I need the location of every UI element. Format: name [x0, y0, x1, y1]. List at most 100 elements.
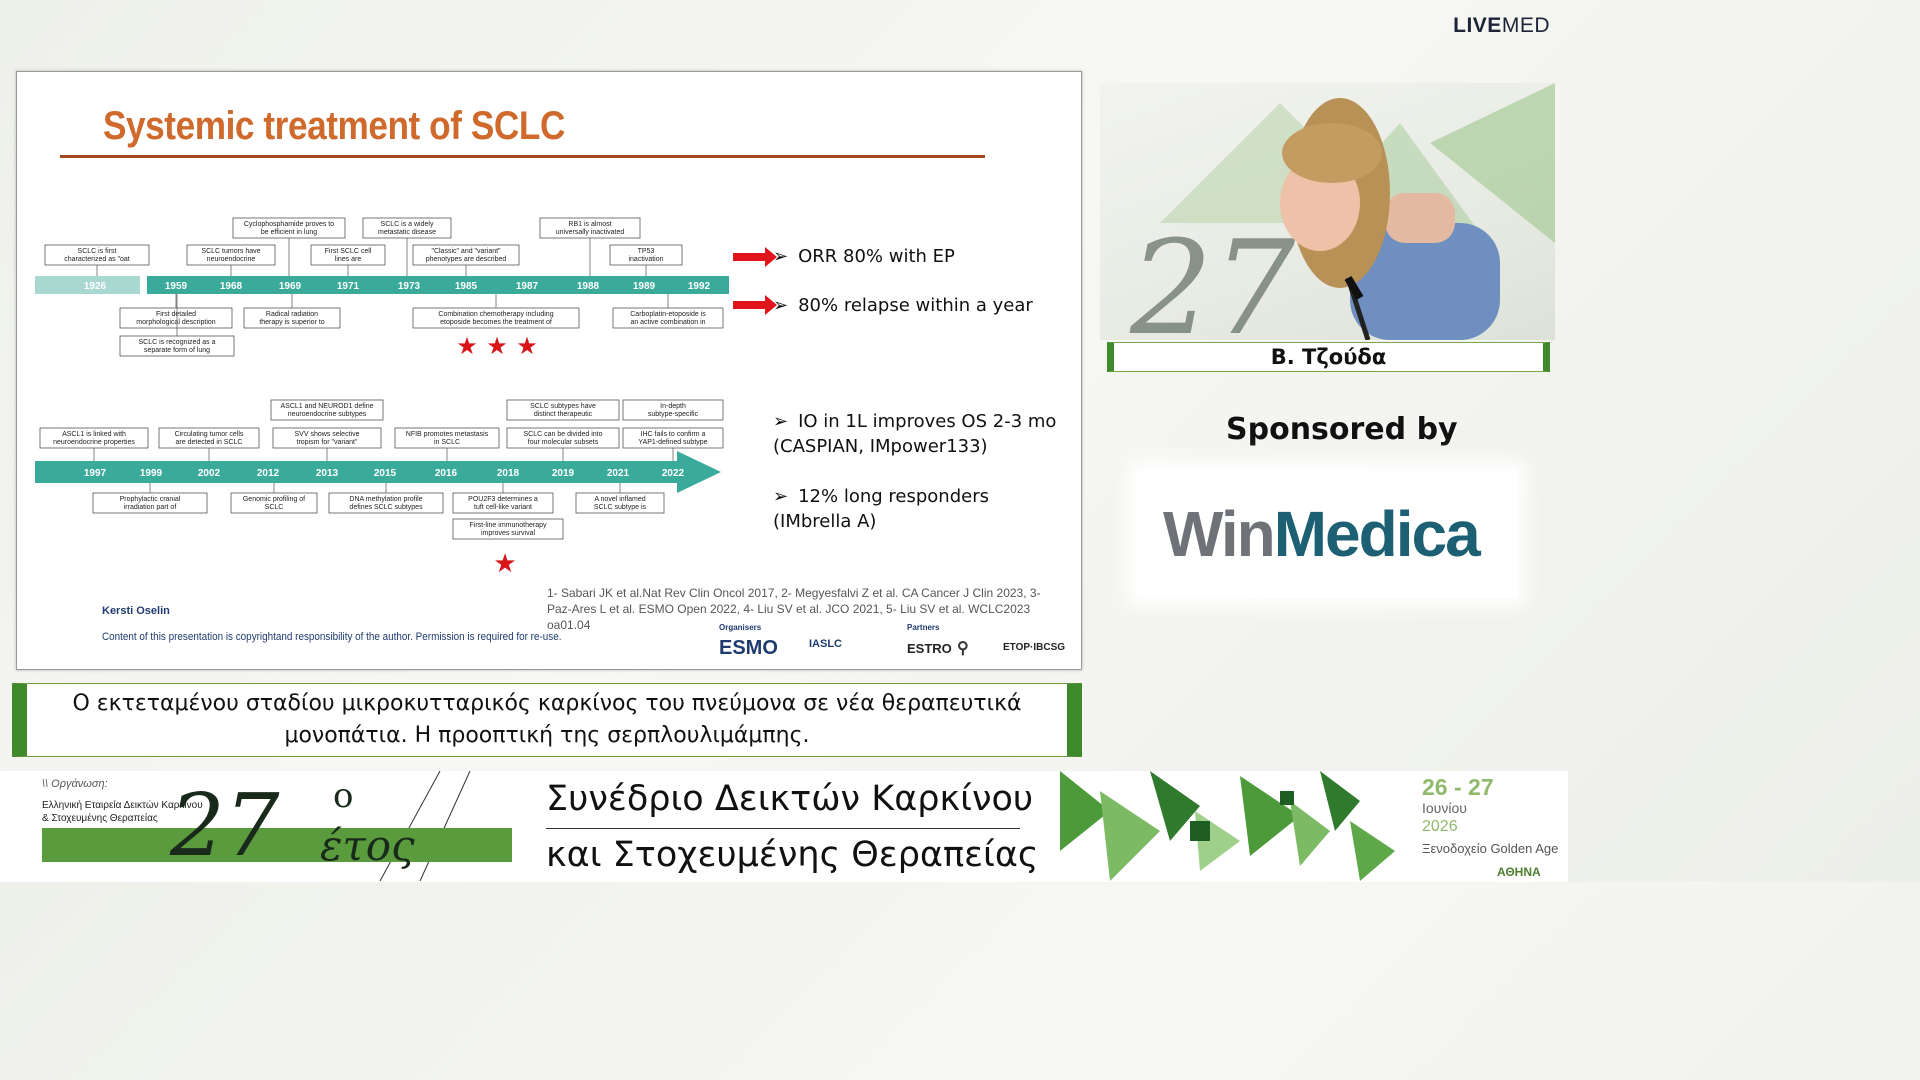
timeline-event-text: four molecular subsets [528, 439, 599, 446]
timeline-year-label: 2022 [662, 468, 685, 479]
timeline-event-text: SCLC subtypes have [530, 403, 596, 410]
timeline-event-text: SCLC [265, 504, 284, 511]
title-rule [60, 155, 985, 158]
timeline-band-segment [35, 276, 140, 294]
conference-title-line2: και Στοχευμένης Θεραπείας [546, 835, 1039, 875]
timeline-event-text: irradiation part of [124, 504, 177, 511]
copyright-note: Content of this presentation is copyrigh… [102, 631, 562, 643]
timeline-event-text: subtype-specific [648, 411, 699, 418]
timeline-event-text: characterized as "oat [64, 256, 130, 263]
timeline-year-label: 1997 [84, 468, 107, 479]
timeline-event-text: Prophylactic cranial [120, 496, 181, 503]
timeline-event-text: are detected in SCLC [176, 439, 243, 446]
footer-green-band [42, 828, 512, 862]
timeline-event-text: SCLC can be divided into [524, 431, 603, 438]
logo-light: MED [1501, 14, 1550, 37]
timeline-year-label: 2013 [316, 468, 339, 479]
timeline-event-text: be efficient in lung [261, 229, 317, 236]
star-icon: ★ [486, 332, 508, 360]
timeline-event-text: in SCLC [434, 439, 460, 446]
timeline-break-icon [140, 276, 150, 294]
timeline-event-text: TP53 [638, 248, 655, 255]
conference-footer: \\ Οργάνωση: Ελληνική Εταιρεία Δεικτών Κ… [0, 771, 1568, 882]
timeline-event-text: neuroendocrine subtypes [288, 411, 367, 418]
timeline-event-text: inactivation [628, 256, 663, 263]
timeline-year-label: 1973 [398, 281, 421, 292]
timeline-event-text: SVV shows selective [295, 431, 360, 438]
speaker-name-bar: Β. Τζούδα [1107, 342, 1550, 372]
sponsor-logo: WinMedica [1163, 498, 1481, 570]
timeline-event-text: In-depth [660, 403, 686, 410]
timeline-year-label: 2015 [374, 468, 397, 479]
timeline-event-text: improves survival [481, 530, 536, 537]
timeline-event-text: First-line immunotherapy [469, 522, 547, 529]
star-icon: ★ [516, 332, 538, 360]
edition-degree: ο [333, 776, 354, 816]
timeline-event-text: First detailed [156, 311, 196, 318]
timeline-event-text: neuroendocrine [207, 256, 256, 263]
livemed-logo: LIVEMED [1453, 14, 1550, 38]
timeline-event-box [270, 399, 384, 421]
timeline-event-text: phenotypes are described [426, 256, 507, 263]
subtitle-line1: Ο εκτεταμένου σταδίου μικροκυτταρικός κα… [72, 691, 1022, 716]
sponsored-by-label: Sponsored by [1226, 412, 1458, 447]
timeline-event-text: SCLC is first [78, 248, 117, 255]
footer-decor [379, 771, 1395, 882]
timeline-year-label: 1969 [279, 281, 302, 292]
timeline-event-text: separate form of lung [144, 347, 210, 354]
timeline-event-text: Genomic profiling of [243, 496, 305, 503]
timeline-event-text: Circulating tumor cells [175, 431, 244, 438]
timeline-event-text: universally inactivated [556, 229, 625, 236]
timeline-year-label: 1985 [455, 281, 478, 292]
conference-title-line1: Συνέδριο Δεικτών Καρκίνου [546, 779, 1034, 819]
timeline-event-text: etoposide becomes the treatment of [440, 319, 552, 326]
timeline-event-text: YAP1-defined subtype [638, 439, 707, 446]
timeline-event-text: Radical radiation [266, 311, 318, 318]
conference-month: Ιουνίου [1422, 800, 1467, 816]
timeline-event-text: lines are [335, 256, 362, 263]
sponsor-box [1137, 470, 1517, 598]
edition-number: 27 [170, 776, 280, 876]
timeline-event-text: A novel inflamed [594, 496, 645, 503]
timeline-year-label: 1988 [577, 281, 600, 292]
timeline-event-text: IHC fails to confirm a [641, 431, 706, 438]
timeline-year-label: 2012 [257, 468, 280, 479]
timeline-event-text: ASCL1 is linked with [62, 431, 126, 438]
conference-city: ΑΘΗΝΑ [1497, 865, 1541, 879]
timeline-event-text: SCLC tumors have [201, 248, 260, 255]
timeline-event-text: defines SCLC subtypes [349, 504, 423, 511]
timeline-event-text: tuft cell-like variant [474, 504, 532, 511]
timeline-year-label: 2002 [198, 468, 221, 479]
timeline-year-label: 2018 [497, 468, 520, 479]
timeline-year-label: 2019 [552, 468, 575, 479]
iaslc-logo: IASLC [809, 638, 842, 650]
timeline-event-box [622, 399, 724, 421]
star-icon: ★ [456, 332, 478, 360]
timeline-event-text: RB1 is almost [568, 221, 611, 228]
timeline-year-label: 1987 [516, 281, 539, 292]
esmo-logo: ESMO [719, 637, 778, 659]
timeline-event-text: metastatic disease [378, 229, 436, 236]
timeline-event-text: tropism for "variant" [297, 439, 359, 446]
timeline-event-text: Carboplatin-etoposide is [630, 311, 706, 318]
conference-year: 2026 [1422, 818, 1458, 835]
timeline-year-label: 1992 [688, 281, 711, 292]
timeline-event-text: an active combination in [630, 319, 705, 326]
timeline-arrowhead-icon [677, 451, 721, 493]
timeline-event-text: POU2F3 determines a [468, 496, 538, 503]
logo-bold: LIVE [1453, 14, 1502, 37]
slide-title: Systemic treatment of SCLC [103, 104, 565, 148]
timeline-event-text: SCLC subtype is [594, 504, 647, 511]
timeline-event-box [452, 518, 564, 540]
speaker-video-frame: 27 [1129, 83, 1555, 340]
timeline-event-text: SCLC is recognized as a [138, 339, 215, 346]
subtitle-line2: μονοπάτια. Η προοπτική της σερπλουλιμάμπ… [284, 723, 810, 748]
timeline-event-text: SCLC is a widely [381, 221, 434, 228]
timeline-event-text: ASCL1 and NEUROD1 define [281, 403, 374, 410]
timeline-band-top [147, 276, 729, 294]
conference-venue: Ξενοδοχείο Golden Age [1422, 841, 1559, 856]
star-icon: ★ [493, 549, 516, 579]
timeline-year-label: 1959 [165, 281, 188, 292]
timeline-event-box [506, 399, 620, 421]
